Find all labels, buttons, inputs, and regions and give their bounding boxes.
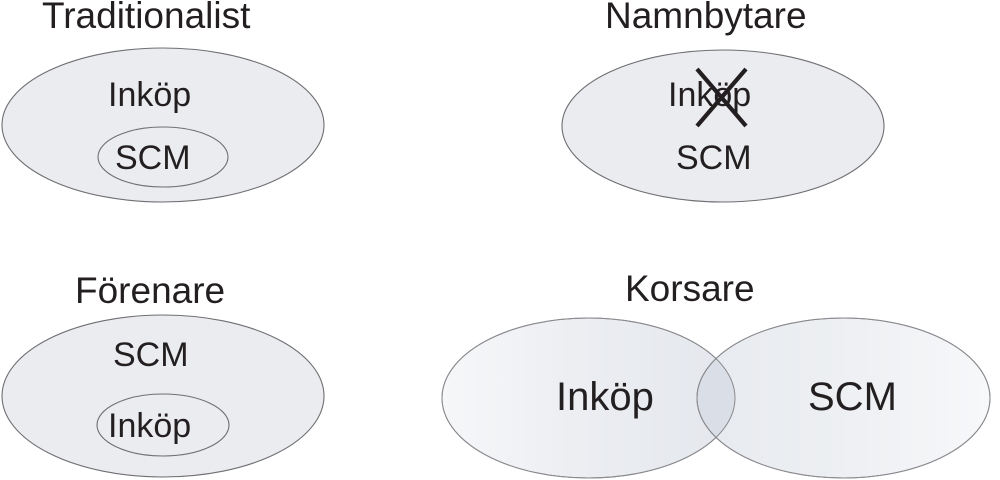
traditionalist-inner-ellipse xyxy=(97,126,229,188)
forenare-inner-ellipse xyxy=(96,393,230,457)
quadrant-title-korsare: Korsare xyxy=(625,268,755,309)
korsare-right-ellipse-outline xyxy=(696,317,991,479)
forenare-shapes xyxy=(1,314,325,478)
traditionalist-inner-label: SCM xyxy=(115,139,191,177)
quadrant-title-forenare: Förenare xyxy=(75,270,226,311)
korsare-right-label: SCM xyxy=(808,375,897,419)
traditionalist-outer-ellipse xyxy=(1,47,325,203)
namnbytare-shapes xyxy=(561,49,885,203)
namnbytare-outer-ellipse xyxy=(561,49,885,203)
korsare-left-ellipse-outline xyxy=(441,317,736,479)
namnbytare-outer-label: Inköp xyxy=(668,76,752,114)
korsare-left-label: Inköp xyxy=(556,375,654,419)
namnbytare-inner-label: SCM xyxy=(676,139,752,177)
traditionalist-shapes xyxy=(1,47,325,203)
crossout-x-icon xyxy=(695,67,748,128)
forenare-outer-ellipse xyxy=(1,314,325,478)
forenare-inner-label: Inköp xyxy=(108,407,192,445)
forenare-outer-label: SCM xyxy=(113,336,189,374)
quadrant-title-traditionalist: Traditionalist xyxy=(42,0,251,36)
korsare-shapes xyxy=(441,317,991,479)
traditionalist-outer-label: Inköp xyxy=(108,76,192,114)
quadrant-title-namnbytare: Namnbytare xyxy=(605,0,807,36)
